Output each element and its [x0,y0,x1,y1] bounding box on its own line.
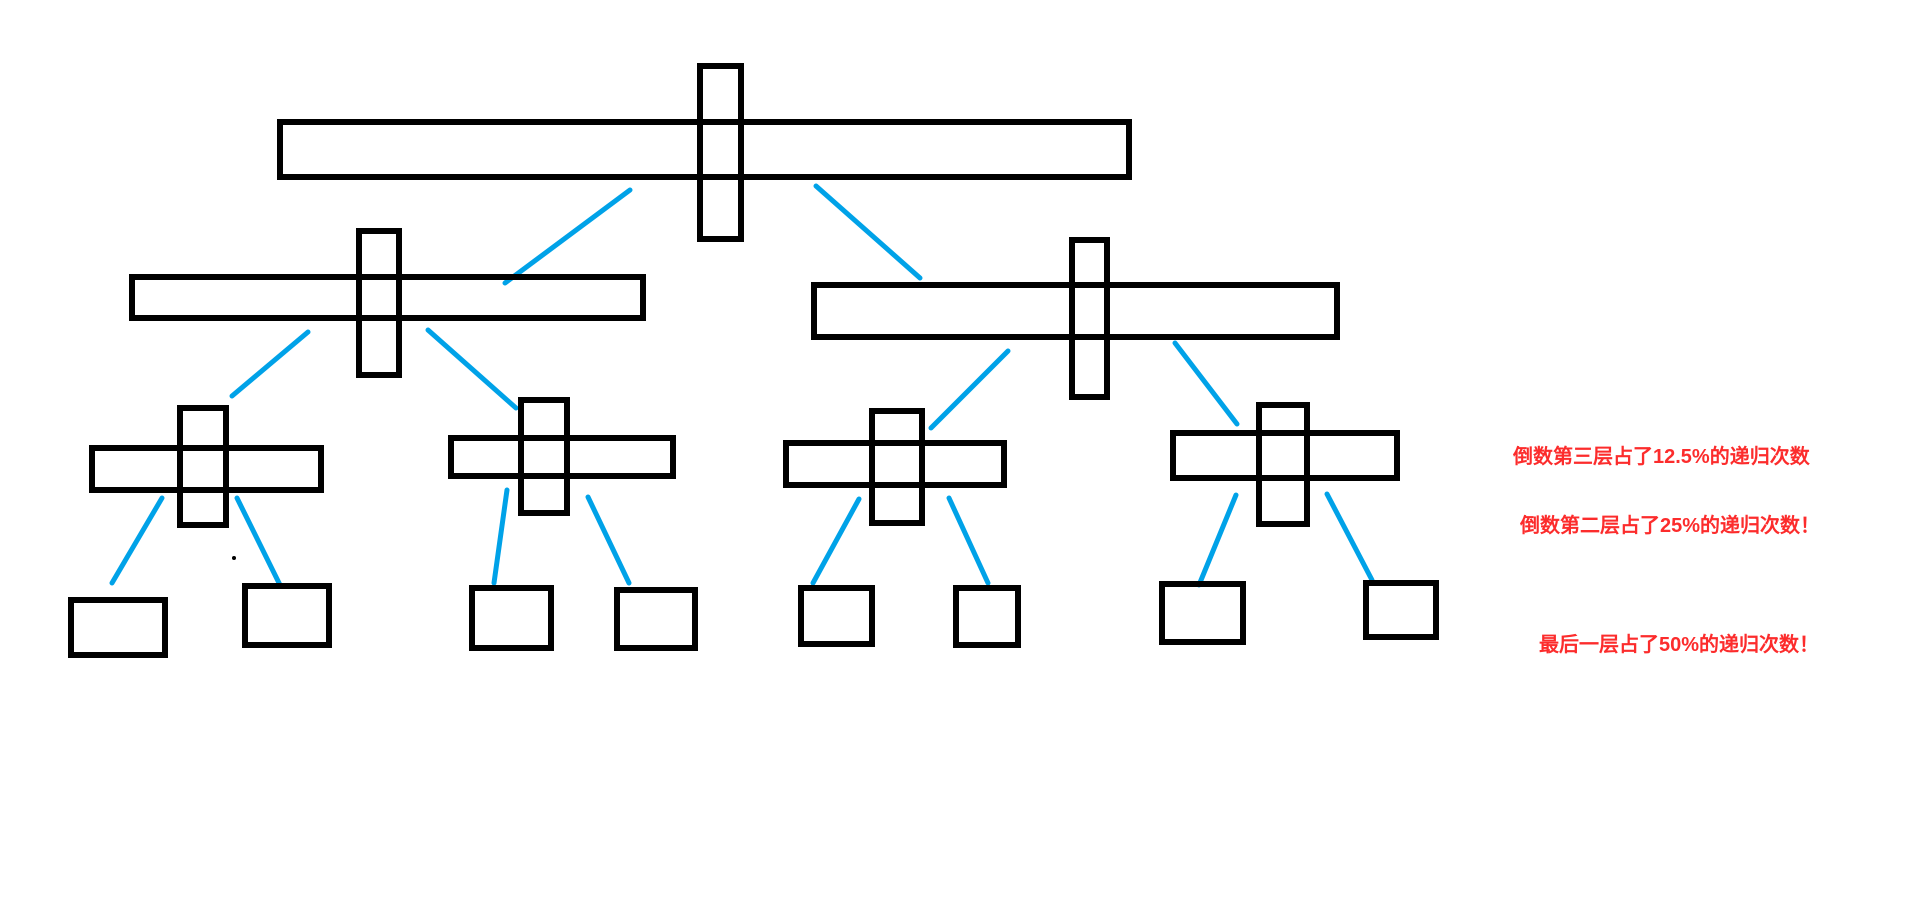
edge-l1-right-to-l2-4 [1172,340,1240,427]
node-l1-right-interval-bar [811,282,1340,340]
node-leaf-2 [242,583,332,648]
node-leaf-3 [469,585,554,651]
node-l1-left-divider-bar [356,228,402,378]
node-l2-1-interval-bar [89,445,324,493]
annotation-layer-third-from-last: 倒数第三层占了12.5%的递归次数 [1513,446,1810,468]
node-l2-4-interval-bar [1170,430,1400,481]
edge-root-to-l1-right [813,183,923,281]
node-l2-2-divider-bar [518,397,570,516]
node-leaf-8 [1363,580,1439,640]
node-l1-left-interval-bar [129,274,646,321]
edge-l2-2-to-leaf-4 [585,494,632,586]
edge-l1-left-to-l2-2 [425,327,519,411]
node-l2-1-divider-bar [177,405,229,528]
node-leaf-5 [798,585,875,647]
edge-l2-1-to-leaf-2 [234,495,283,588]
node-leaf-7 [1159,581,1246,645]
node-leaf-4 [614,587,698,651]
edge-l2-4-to-leaf-7 [1196,492,1239,588]
node-l2-4-divider-bar [1256,402,1310,527]
stray-dot [232,556,236,560]
node-root-divider-bar [697,63,744,242]
annotation-last-layer: 最后一层占了50%的递归次数！ [1539,634,1820,656]
annotation-layer-second-from-last: 倒数第二层占了25%的递归次数！ [1520,515,1821,537]
edge-l2-1-to-leaf-1 [109,495,165,586]
edge-root-to-l1-left [502,187,633,286]
node-leaf-6 [953,585,1021,648]
edge-l2-4-to-leaf-8 [1324,491,1375,583]
node-l2-3-divider-bar [869,408,925,526]
node-l1-right-divider-bar [1069,237,1110,400]
node-l2-2-interval-bar [448,435,676,479]
edge-l2-3-to-leaf-5 [810,496,862,586]
node-root-interval-bar [277,119,1132,180]
edge-l2-2-to-leaf-3 [491,487,510,586]
edge-l2-3-to-leaf-6 [946,495,991,586]
edge-l1-right-to-l2-3 [928,348,1011,431]
edge-l1-left-to-l2-1 [229,329,311,399]
node-l2-3-interval-bar [783,440,1007,488]
node-leaf-1 [68,597,168,658]
